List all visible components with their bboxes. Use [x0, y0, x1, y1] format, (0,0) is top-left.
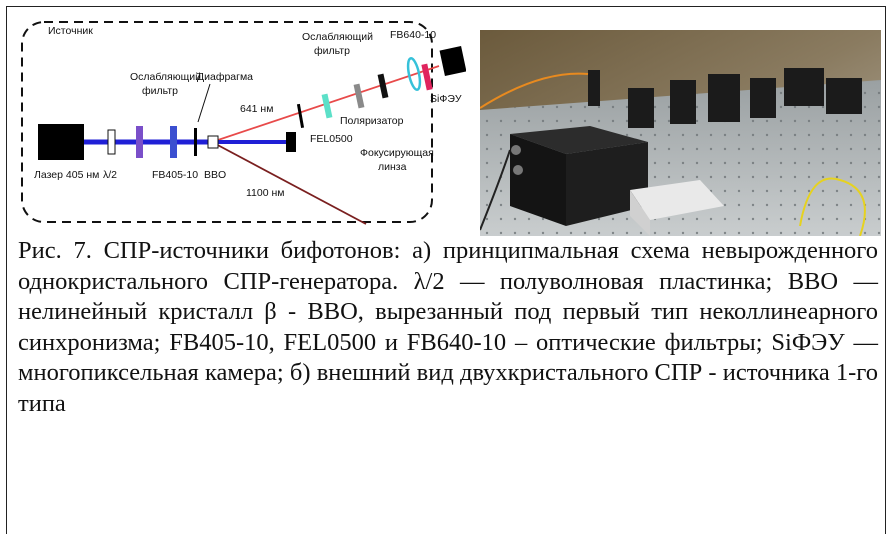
diaphragm-label: Диафрагма	[197, 71, 253, 83]
focus-lens-label-1: Фокусирующая	[360, 147, 434, 159]
sipm-detector	[439, 45, 466, 77]
wl-1100-label: 1100 нм	[246, 187, 285, 199]
sipm-label: SiФЭУ	[430, 93, 462, 105]
atten-filter2-label-1: Ослабляющий	[302, 31, 373, 43]
atten-filter-2	[377, 73, 389, 99]
fel-label: FEL0500	[310, 133, 353, 145]
source-label: Источник	[48, 25, 93, 37]
diaphragm-pointer	[197, 83, 211, 123]
lab-setup-photo	[480, 30, 881, 236]
idler-beam	[211, 141, 367, 225]
polarizer-label: Поляризатор	[340, 115, 404, 127]
atten-filter-label-2: фильтр	[142, 85, 178, 97]
focus-lens	[406, 57, 422, 91]
figure-frame	[6, 6, 886, 534]
laser-block	[38, 124, 84, 160]
fel-filter	[321, 93, 333, 119]
atten-filter2-label-2: фильтр	[314, 45, 350, 57]
fb640-label: FB640-10	[390, 29, 436, 41]
fb405-filter	[170, 126, 177, 158]
bbo-crystal	[207, 135, 219, 149]
halfwave-plate	[107, 129, 116, 155]
polarizer	[353, 83, 365, 109]
laser-label: Лазер 405 нм	[34, 169, 99, 181]
atten-filter	[136, 126, 143, 158]
focus-lens-label-2: линза	[378, 161, 407, 173]
figure-caption: Рис. 7. СПР-источники бифотонов: а) прин…	[18, 237, 878, 417]
spdc-schematic: Источник Лазер 405 нм λ/2 Ослабляющий фи…	[21, 21, 466, 225]
diaphragm	[194, 128, 197, 156]
fb405-label: FB405-10	[152, 169, 198, 181]
bbo-label: BBO	[204, 169, 226, 181]
atten-filter-label-1: Ослабляющий	[130, 71, 201, 83]
signal-stop	[296, 103, 305, 128]
wl-641-label: 641 нм	[240, 103, 273, 115]
halfwave-label: λ/2	[103, 169, 117, 181]
beam-dump	[286, 132, 296, 152]
fb640-filter	[421, 63, 433, 91]
source-boundary	[21, 21, 433, 223]
